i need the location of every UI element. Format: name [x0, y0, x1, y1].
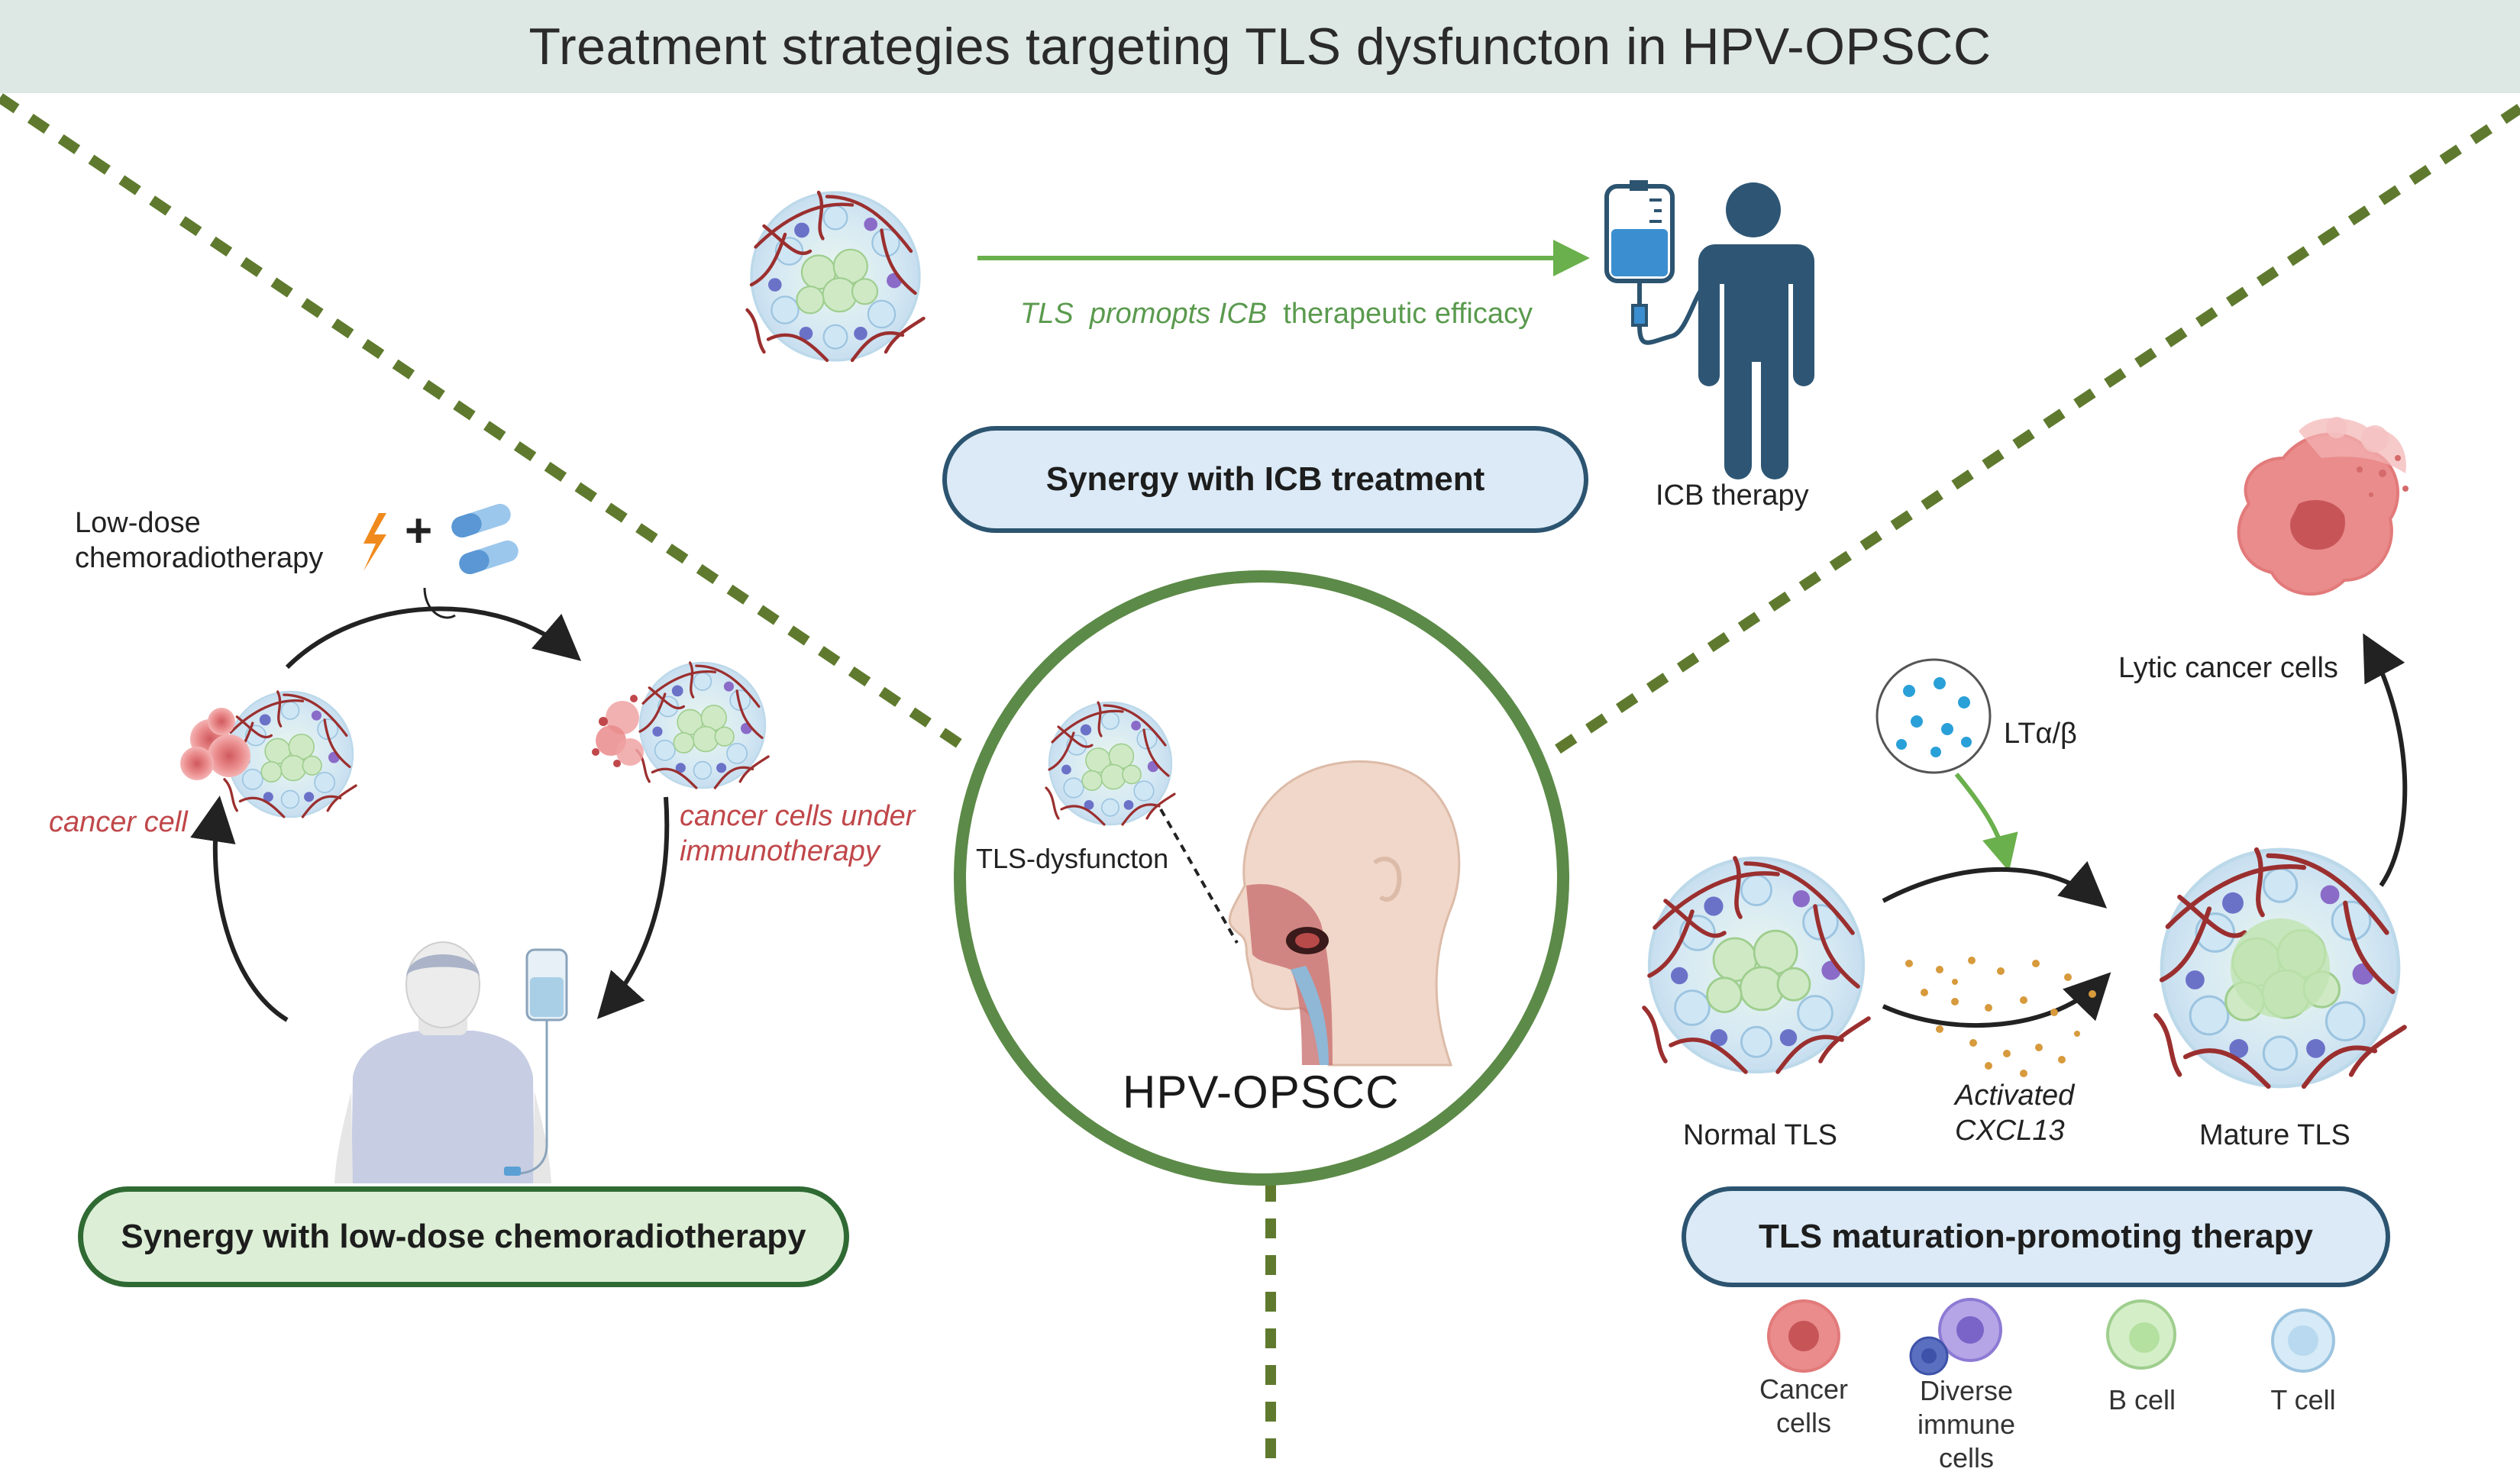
- lightning-icon: [363, 513, 386, 571]
- legend-immune-line1: Diverse: [1919, 1375, 2014, 1406]
- head-profile-icon: [1228, 760, 1461, 1067]
- legend-b-cell-line1: B cell: [2108, 1384, 2176, 1415]
- tls-dysfunction-label: TLS-dysfuncton: [976, 843, 1169, 874]
- treatment-label-line2: chemoradiotherapy: [75, 542, 324, 574]
- cycle-arrow-top: [285, 606, 582, 670]
- page-title: Treatment strategies targeting TLS dysfu…: [528, 18, 1992, 76]
- plus-sign: +: [405, 505, 433, 557]
- chemokine-dots-icon: [1905, 957, 2096, 1077]
- icb-arrow-label-plain: therapeutic efficacy: [1283, 298, 1533, 330]
- legend-immune-line3: cells: [1938, 1442, 1995, 1473]
- divider-top-right: [1552, 104, 2520, 756]
- cycle-arrow-left: [190, 796, 289, 1022]
- b-cell-icon: [2106, 1299, 2176, 1370]
- legend-cancer-label: Cancer cells: [1743, 1373, 1865, 1440]
- lt-arrow: [1954, 773, 2018, 872]
- patient-iv-icon: [334, 941, 568, 1183]
- mature-tls-icon: [2156, 850, 2405, 1086]
- legend-immune-label: Diverse immune cells: [1901, 1374, 2031, 1475]
- divider-top-left: [0, 93, 971, 754]
- hpv-opscc-label: HPV-OPSCC: [1123, 1067, 1400, 1118]
- tls-maturation-pill: TLS maturation-promoting therapy: [1682, 1186, 2390, 1287]
- lytic-arrow: [2363, 633, 2408, 887]
- lt-alpha-beta-icon: [1875, 658, 1992, 774]
- legend-cancer-line1: Cancer: [1759, 1373, 1849, 1405]
- normal-tls-icon: [1644, 858, 1869, 1072]
- t-cell-icon: [2271, 1309, 2335, 1373]
- synergy-chemo-pill: Synergy with low-dose chemoradiotherapy: [78, 1186, 849, 1287]
- person-icon: [1698, 182, 1814, 479]
- maturation-arrow-bottom: [1882, 972, 2111, 1028]
- treatment-connector: [423, 587, 456, 619]
- legend-immune-line2: immune: [1917, 1409, 2016, 1440]
- cancer-cell-label: cancer cell: [49, 806, 188, 838]
- lytic-cell-icon: [2237, 417, 2409, 596]
- lt-alpha-beta-label: LTα/β: [2004, 718, 2077, 750]
- synergy-icb-pill: Synergy with ICB treatment: [942, 426, 1588, 533]
- tls-with-cancer-icon-left: [180, 690, 357, 818]
- tls-with-cancer-icon-right: [592, 661, 770, 789]
- normal-tls-label: Normal TLS: [1683, 1119, 1838, 1151]
- cycle-arrow-right: [596, 796, 670, 1019]
- lytic-cancer-cells-label: Lytic cancer cells: [2118, 652, 2338, 684]
- legend-cancer-line2: cells: [1775, 1407, 1832, 1438]
- activated-label-line1: Activated: [1955, 1080, 2075, 1112]
- treatment-label-line1: Low-dose: [75, 507, 201, 539]
- legend-b-cell-label: B cell: [2085, 1383, 2199, 1417]
- pill-capsule-icon: [451, 503, 519, 575]
- icb-arrow-label-italic-1: TLS: [1020, 298, 1074, 330]
- immunotherapy-label-line2: immunotherapy: [680, 835, 880, 867]
- iv-bag-icon: [1604, 180, 1708, 345]
- immunotherapy-label-line1: cancer cells under: [680, 800, 916, 832]
- title-bar: [0, 0, 2520, 93]
- mature-tls-label: Mature TLS: [2199, 1119, 2350, 1151]
- legend-t-cell-label: T cell: [2250, 1383, 2357, 1417]
- dysfunction-pointer: [1159, 809, 1239, 944]
- cancer-cell-icon: [1767, 1299, 1840, 1373]
- divider-lines: [0, 93, 2520, 1475]
- icb-therapy-label: ICB therapy: [1656, 479, 1809, 512]
- maturation-arrow-top: [1882, 860, 2108, 909]
- icb-arrow-label-italic-2: promopts ICB: [1089, 298, 1268, 330]
- tls-icon: [748, 192, 924, 360]
- icb-arrow-label: TLS promopts ICB therapeutic efficacy: [1020, 298, 1533, 331]
- legend-t-cell-line1: T cell: [2270, 1384, 2336, 1415]
- immune-cell-icon: [1909, 1298, 2002, 1376]
- activated-label-line2: CXCL13: [1955, 1115, 2065, 1147]
